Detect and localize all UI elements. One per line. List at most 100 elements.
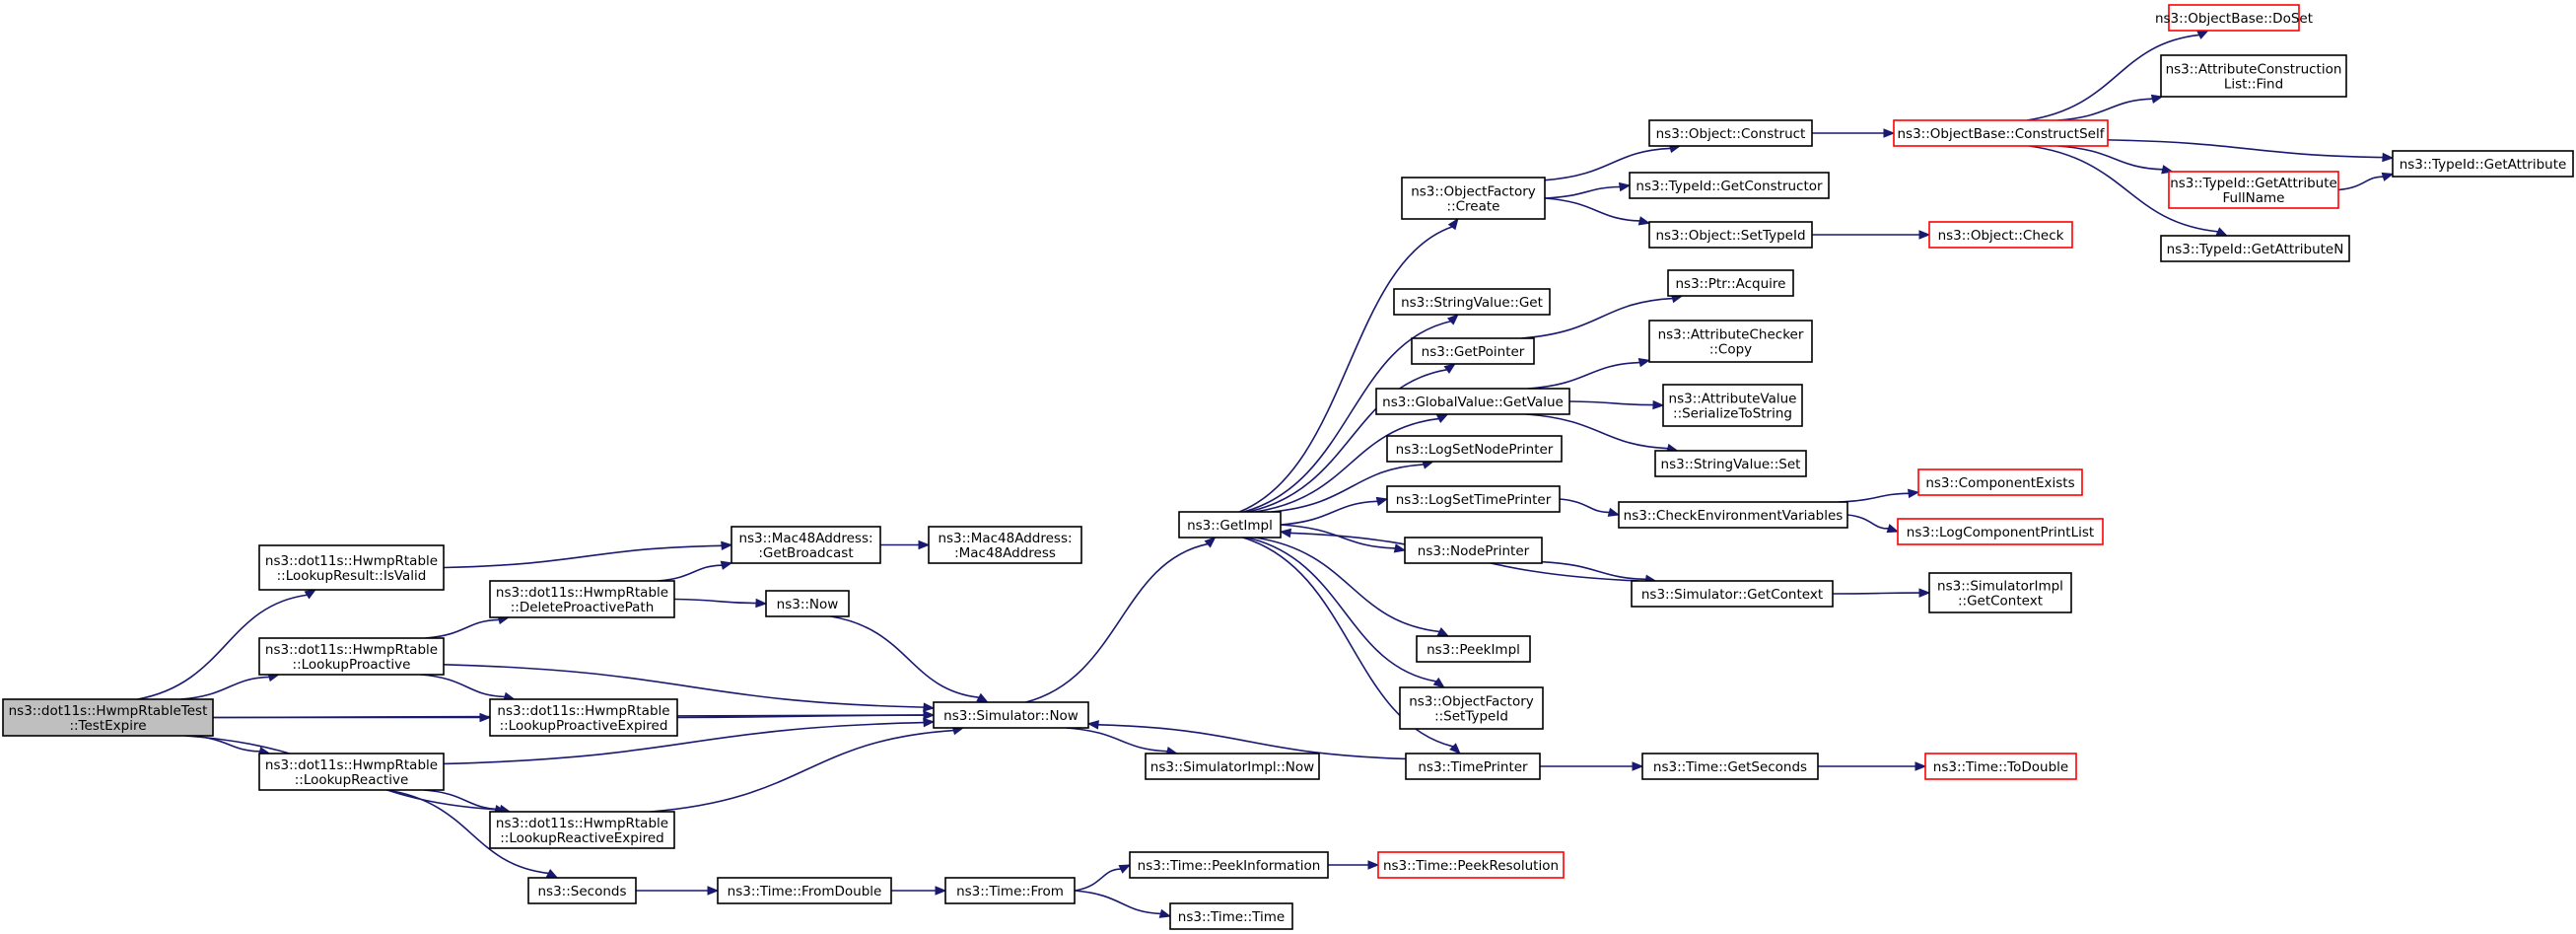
node-label: ::DeleteProactivePath [511, 600, 655, 615]
node-label: FullName [2223, 190, 2285, 206]
node-box [1618, 501, 1848, 529]
node-box [1648, 320, 1813, 363]
node-compexists[interactable]: ns3::ComponentExists [1917, 468, 2083, 496]
node-simimplgetcontext[interactable]: ns3::SimulatorImpl::GetContext [1928, 572, 2072, 613]
node-getimpl[interactable]: ns3::GetImpl [1178, 511, 1282, 539]
node-label: ns3::Time::PeekInformation [1138, 858, 1321, 874]
edge-getimpl-to-logsettime [1280, 500, 1378, 526]
node-peekres[interactable]: ns3::Time::PeekResolution [1377, 851, 1565, 879]
node-label: ns3::SimulatorImpl [1937, 579, 2063, 595]
node-objconstruct[interactable]: ns3::Object::Construct [1648, 119, 1813, 147]
node-getbroadcast[interactable]: ns3::Mac48Address::GetBroadcast [731, 526, 881, 564]
arrowhead-logsettime-to-checkenv [1607, 507, 1621, 517]
node-constructself[interactable]: ns3::ObjectBase::ConstructSelf [1893, 119, 2109, 147]
node-label: ns3::Simulator::GetContext [1641, 587, 1823, 603]
node-label: :GetBroadcast [758, 545, 853, 561]
node-box [489, 811, 675, 849]
node-label: ns3::Seconds [538, 884, 627, 899]
node-label: ns3::Ptr::Acquire [1676, 276, 1786, 292]
node-simgetcontext[interactable]: ns3::Simulator::GetContext [1631, 580, 1834, 608]
node-root[interactable]: ns3::dot11s::HwmpRtableTest::TestExpire [2, 698, 214, 737]
node-label: ns3::Time::PeekResolution [1383, 858, 1559, 874]
edge-timeprinter-to-simnow [1097, 724, 1407, 760]
node-mac48[interactable]: ns3::Mac48Address::Mac48Address [928, 526, 1082, 564]
node-lookproexpired[interactable]: ns3::dot11s::HwmpRtable::LookupProactive… [489, 698, 678, 737]
node-timeprinter[interactable]: ns3::TimePrinter [1405, 753, 1541, 780]
node-getpointer[interactable]: ns3::GetPointer [1411, 337, 1535, 365]
node-label: ns3::LogSetTimePrinter [1396, 492, 1552, 508]
node-logcomplist[interactable]: ns3::LogComponentPrintList [1897, 518, 2104, 545]
node-getattribute[interactable]: ns3::TypeId::GetAttribute [2392, 150, 2574, 178]
edge-constructself-to-getattribute [2107, 139, 2384, 159]
node-label: ns3::AttributeChecker [1658, 327, 1804, 343]
edge-root-to-isvalid [137, 594, 308, 700]
arrowhead-simgetcontext-to-simimplgetcontext [1918, 588, 1931, 598]
node-getattrn[interactable]: ns3::TypeId::GetAttributeN [2160, 235, 2350, 262]
node-timegetseconds[interactable]: ns3::Time::GetSeconds [1641, 753, 1819, 780]
node-objfactcreate[interactable]: ns3::ObjectFactory::Create [1401, 177, 1546, 220]
node-box [1145, 753, 1320, 780]
node-deleteproactive[interactable]: ns3::dot11s::HwmpRtable::DeleteProactive… [489, 580, 675, 618]
node-lookreactive[interactable]: ns3::dot11s::HwmpRtable::LookupReactive [258, 753, 445, 791]
node-label: ns3::Object::SetTypeId [1655, 228, 1805, 244]
node-nodeprinter[interactable]: ns3::NodePrinter [1404, 537, 1543, 564]
node-label: ns3::GlobalValue::GetValue [1382, 395, 1564, 410]
arrowhead-getimpl-to-objfactcreate [1447, 217, 1459, 231]
edge-lookproactive-to-lookproexpired [420, 674, 506, 698]
arrowhead-getimpl-to-nodeprinter [1393, 543, 1407, 553]
node-lookproactive[interactable]: ns3::dot11s::HwmpRtable::LookupProactive [258, 637, 445, 676]
node-stringvalueget[interactable]: ns3::StringValue::Get [1393, 288, 1551, 316]
node-label: ns3::StringValue::Get [1401, 295, 1543, 311]
node-simimplnow[interactable]: ns3::SimulatorImpl::Now [1145, 753, 1320, 780]
node-doset[interactable]: ns3::ObjectBase::DoSet [2155, 4, 2313, 32]
node-ptracquire[interactable]: ns3::Ptr::Acquire [1667, 269, 1794, 297]
arrowhead-lookproexpired-to-simnow [923, 710, 936, 720]
edge-constructself-to-attrconstfind [2056, 98, 2153, 121]
node-label: ns3::PeekImpl [1427, 642, 1520, 658]
edge-getimpl-to-getpointer [1247, 369, 1447, 513]
node-timetodouble[interactable]: ns3::Time::ToDouble [1924, 753, 2077, 780]
node-logsettime[interactable]: ns3::LogSetTimePrinter [1386, 485, 1561, 513]
node-label: ns3::dot11s::HwmpRtable [496, 816, 668, 831]
node-label: ns3::dot11s::HwmpRtable [496, 585, 668, 601]
node-peekimpl[interactable]: ns3::PeekImpl [1416, 635, 1531, 663]
node-checkenv[interactable]: ns3::CheckEnvironmentVariables [1618, 501, 1848, 529]
node-label: ::SetTypeId [1434, 709, 1508, 725]
node-isvalid[interactable]: ns3::dot11s::HwmpRtable::LookupResult::I… [258, 544, 445, 591]
node-label: ns3::TimePrinter [1418, 759, 1528, 775]
node-label: ns3::NodePrinter [1418, 543, 1530, 559]
edge-deleteproactive-to-now [673, 598, 757, 605]
node-simnow[interactable]: ns3::Simulator::Now [933, 701, 1089, 729]
node-objfactsettypeid[interactable]: ns3::ObjectFactory::SetTypeId [1399, 686, 1544, 730]
node-box [717, 877, 892, 904]
node-label: ::GetContext [1958, 594, 2043, 610]
node-getconstructor[interactable]: ns3::TypeId::GetConstructor [1629, 172, 1830, 199]
node-peekinfo[interactable]: ns3::Time::PeekInformation [1129, 851, 1329, 879]
node-fromdouble[interactable]: ns3::Time::FromDouble [717, 877, 892, 904]
node-attrvalueser[interactable]: ns3::AttributeValue::SerializeToString [1662, 384, 1803, 427]
arrowhead-getimpl-to-timeprinter [1449, 743, 1461, 754]
edge-lookproexpired-to-simnow [676, 714, 925, 719]
node-box [2160, 235, 2350, 262]
node-box [1377, 851, 1565, 879]
edge-logsettime-to-checkenv [1559, 498, 1610, 514]
node-label: ns3::LogSetNodePrinter [1396, 442, 1554, 458]
node-timetime[interactable]: ns3::Time::Time [1169, 902, 1293, 930]
node-now[interactable]: ns3::Now [765, 590, 850, 617]
arrowhead-getimpl-to-peekimpl [1436, 627, 1450, 637]
node-seconds[interactable]: ns3::Seconds [527, 877, 637, 904]
node-objsettypeid[interactable]: ns3::Object::SetTypeId [1648, 221, 1813, 249]
node-timefrom[interactable]: ns3::Time::From [944, 877, 1076, 904]
node-objcheck[interactable]: ns3::Object::Check [1928, 221, 2073, 249]
node-box [933, 701, 1089, 729]
node-attrcheckercopy[interactable]: ns3::AttributeChecker::Copy [1648, 320, 1813, 363]
arrowhead-checkenv-to-logcomplist [1886, 524, 1900, 534]
node-label: :Mac48Address [954, 545, 1056, 561]
node-globalvalueget[interactable]: ns3::GlobalValue::GetValue [1375, 388, 1570, 415]
node-logsetnode[interactable]: ns3::LogSetNodePrinter [1386, 435, 1563, 463]
node-lookreaexpired[interactable]: ns3::dot11s::HwmpRtable::LookupReactiveE… [489, 811, 675, 849]
arrowhead-peekinfo-to-peekres [1367, 860, 1380, 870]
node-stringvalueset[interactable]: ns3::StringValue::Set [1654, 450, 1807, 477]
